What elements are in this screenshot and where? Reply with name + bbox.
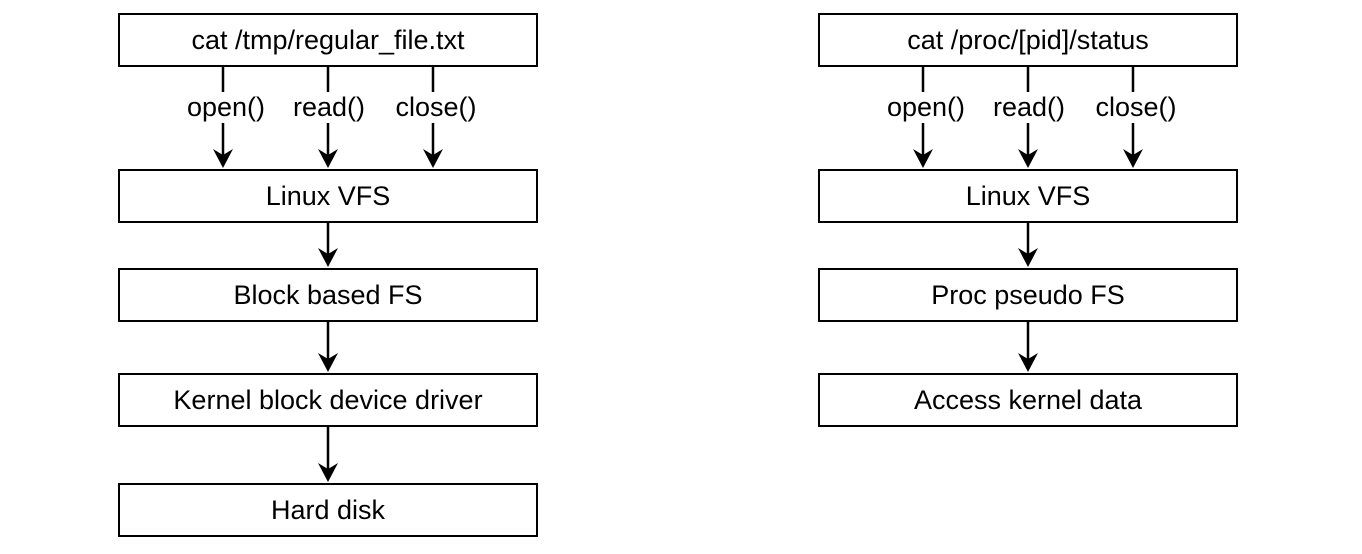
arrow-driver-to-disk (318, 427, 338, 482)
layer-box-proc-pseudo-fs: Proc pseudo FS (818, 268, 1238, 322)
syscall-label-open-left: open() (182, 92, 270, 124)
syscall-label-read-left: read() (288, 92, 370, 124)
layer-box-linux-vfs-left: Linux VFS (118, 169, 538, 223)
arrow-vfs-to-blockfs (318, 223, 338, 267)
command-box-regular-file: cat /tmp/regular_file.txt (118, 13, 538, 67)
layer-box-access-kernel-data: Access kernel data (818, 373, 1238, 427)
layer-box-kernel-block-device-driver: Kernel block device driver (118, 373, 538, 427)
layer-box-block-based-fs: Block based FS (118, 268, 538, 322)
layer-box-linux-vfs-right: Linux VFS (818, 169, 1238, 223)
layer-box-hard-disk: Hard disk (118, 483, 538, 537)
syscall-label-open-right: open() (882, 92, 970, 124)
command-box-proc-status: cat /proc/[pid]/status (818, 13, 1238, 67)
arrow-vfs-to-procfs (1018, 223, 1038, 267)
arrow-blockfs-to-driver (318, 322, 338, 372)
syscall-label-close-left: close() (391, 92, 481, 124)
syscall-label-close-right: close() (1091, 92, 1181, 124)
syscall-label-read-right: read() (988, 92, 1070, 124)
arrow-procfs-to-kerneldata (1018, 322, 1038, 372)
